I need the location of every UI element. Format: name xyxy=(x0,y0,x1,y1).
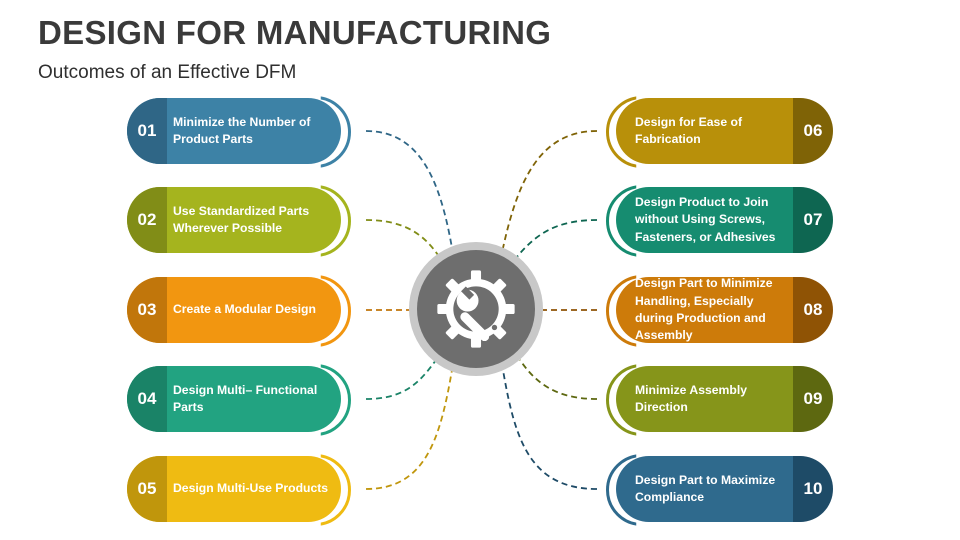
center-hub xyxy=(409,242,543,376)
outcome-item-04: 04 Design Multi– Functional Parts xyxy=(127,364,367,436)
outcome-item-01: 01 Minimize the Number of Product Parts xyxy=(127,96,367,168)
item-number: 07 xyxy=(793,187,833,253)
item-label: Design for Ease of Fabrication xyxy=(635,114,743,146)
item-number: 03 xyxy=(127,277,167,343)
item-number: 06 xyxy=(793,98,833,164)
item-label: Minimize Assembly Direction xyxy=(635,382,747,414)
connector-02 xyxy=(365,219,441,259)
item-label: Design Part to Minimize Handling, Especi… xyxy=(635,276,773,343)
item-label: Use Standardized Parts Wherever Possible xyxy=(173,203,310,235)
item-label: Design Product to Join without Using Scr… xyxy=(635,195,776,244)
hub-inner-circle xyxy=(417,250,535,368)
outcome-item-03: 03 Create a Modular Design xyxy=(127,275,367,347)
item-number: 04 xyxy=(127,366,167,432)
outcome-item-10: 10 Design Part to Maximize Compliance xyxy=(598,454,838,526)
connector-01 xyxy=(365,130,453,249)
connector-04 xyxy=(365,359,437,400)
outcome-item-07: 07 Design Product to Join without Using … xyxy=(598,185,838,257)
connector-10 xyxy=(502,369,598,490)
item-number: 02 xyxy=(127,187,167,253)
item-number: 08 xyxy=(793,277,833,343)
outcome-item-05: 05 Design Multi-Use Products xyxy=(127,454,367,526)
page-subtitle: Outcomes of an Effective DFM xyxy=(38,62,297,83)
item-number: 01 xyxy=(127,98,167,164)
connector-06 xyxy=(502,130,598,249)
item-number: 09 xyxy=(793,366,833,432)
outcome-item-08: 08 Design Part to Minimize Handling, Esp… xyxy=(598,275,838,347)
connector-07 xyxy=(515,219,598,259)
connector-05 xyxy=(365,369,453,490)
item-label: Design Multi– Functional Parts xyxy=(173,382,318,414)
item-number: 10 xyxy=(793,456,833,522)
outcome-item-09: 09 Minimize Assembly Direction xyxy=(598,364,838,436)
page-title: DESIGN FOR MANUFACTURING xyxy=(38,14,552,51)
item-label: Minimize the Number of Product Parts xyxy=(173,114,311,146)
item-label: Design Part to Maximize Compliance xyxy=(635,472,776,504)
gear-wrench-icon xyxy=(437,270,515,348)
item-label: Design Multi-Use Products xyxy=(173,481,329,496)
item-label: Create a Modular Design xyxy=(173,302,316,317)
outcome-item-06: 06 Design for Ease of Fabrication xyxy=(598,96,838,168)
connector-09 xyxy=(519,359,598,400)
outcome-item-02: 02 Use Standardized Parts Wherever Possi… xyxy=(127,185,367,257)
item-number: 05 xyxy=(127,456,167,522)
